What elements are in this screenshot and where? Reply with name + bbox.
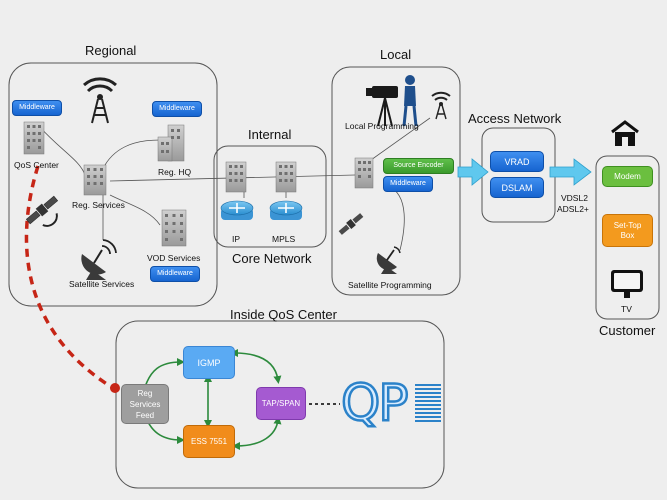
satellite-programming-label: Satellite Programming: [348, 280, 432, 290]
qp-logo: QP: [340, 374, 410, 432]
building-icon-qos: [23, 121, 45, 155]
settop-label-line1: Set-Top: [613, 220, 642, 230]
house-icon: [611, 120, 639, 146]
qos-frame: [115, 320, 445, 489]
inside-qos-title: Inside QoS Center: [230, 307, 337, 322]
access-network-title: Access Network: [468, 111, 562, 126]
reg-hq-label: Reg. HQ: [158, 167, 192, 177]
reg-feed-line3: Feed: [135, 410, 155, 420]
arrow-local-to-access: [457, 158, 489, 186]
settop-box: Set-Top Box: [602, 214, 653, 247]
tv-label: TV: [621, 304, 632, 314]
internal-title: Internal: [248, 127, 292, 142]
core-network-title: Core Network: [232, 251, 312, 266]
building-icon-mpls: [275, 161, 297, 193]
tower-icon-regional: [83, 77, 117, 124]
qos-link-endpoint: [110, 383, 120, 393]
igmp-box: IGMP: [183, 346, 235, 379]
camera-icon: [366, 75, 418, 127]
dslam-box: DSLAM: [490, 177, 544, 198]
qp-logo-bars: [415, 384, 441, 422]
internal-frame: [213, 145, 327, 248]
tap-span-box: TAP/SPAN: [256, 387, 306, 420]
building-icon-local: [354, 157, 374, 189]
mpls-label: MPLS: [272, 234, 296, 244]
local-frame: [331, 66, 461, 296]
vod-services-label: VOD Services: [147, 253, 201, 263]
adsl2-label: ADSL2+: [557, 204, 589, 214]
regional-title: Regional: [85, 43, 137, 58]
reg-feed-line1: Reg: [137, 388, 153, 398]
source-encoder-badge: Source Encoder: [383, 158, 454, 174]
reg-feed-line2: Services: [129, 399, 161, 409]
customer-title: Customer: [599, 323, 656, 338]
tower-icon-local: [431, 91, 451, 120]
tv-icon: [611, 270, 643, 298]
building-icon-vod: [161, 209, 187, 247]
building-icon-ip: [225, 161, 247, 193]
settop-label-line2: Box: [620, 230, 635, 240]
satellite-services-label: Satellite Services: [69, 279, 135, 289]
reg-services-feed-box: Reg Services Feed: [121, 384, 169, 424]
satellite-icon-local: [338, 213, 364, 235]
arrow-access-to-customer: [549, 158, 592, 186]
qos-center-label: QoS Center: [14, 160, 59, 170]
regional-frame: [8, 62, 218, 307]
access-frame: [481, 127, 556, 223]
middleware-badge-local: Middleware: [383, 176, 433, 192]
building-icon-reg-services: [83, 164, 107, 196]
router-icon-ip: [220, 200, 254, 220]
qos-dashed-link: [24, 165, 114, 390]
vdsl2-label: VDSL2: [561, 193, 588, 203]
middleware-badge-regional-left: Middleware: [12, 100, 62, 116]
ip-label: IP: [232, 234, 241, 244]
dish-icon-local: [376, 246, 401, 274]
building-icon-reg-hq: [157, 124, 185, 162]
customer-frame: [595, 155, 660, 320]
local-programming-label: Local Programming: [345, 121, 419, 131]
modem-box: Modem: [602, 166, 653, 187]
reg-services-label: Reg. Services: [72, 200, 125, 210]
satellite-icon-regional: [25, 195, 59, 227]
ess-box: ESS 7551: [183, 425, 235, 458]
middleware-badge-vod: Middleware: [150, 266, 200, 282]
middleware-badge-regional-right: Middleware: [152, 101, 202, 117]
router-icon-mpls: [269, 200, 303, 220]
local-title: Local: [380, 47, 412, 62]
vrad-box: VRAD: [490, 151, 544, 172]
dish-icon-regional: [81, 239, 117, 280]
